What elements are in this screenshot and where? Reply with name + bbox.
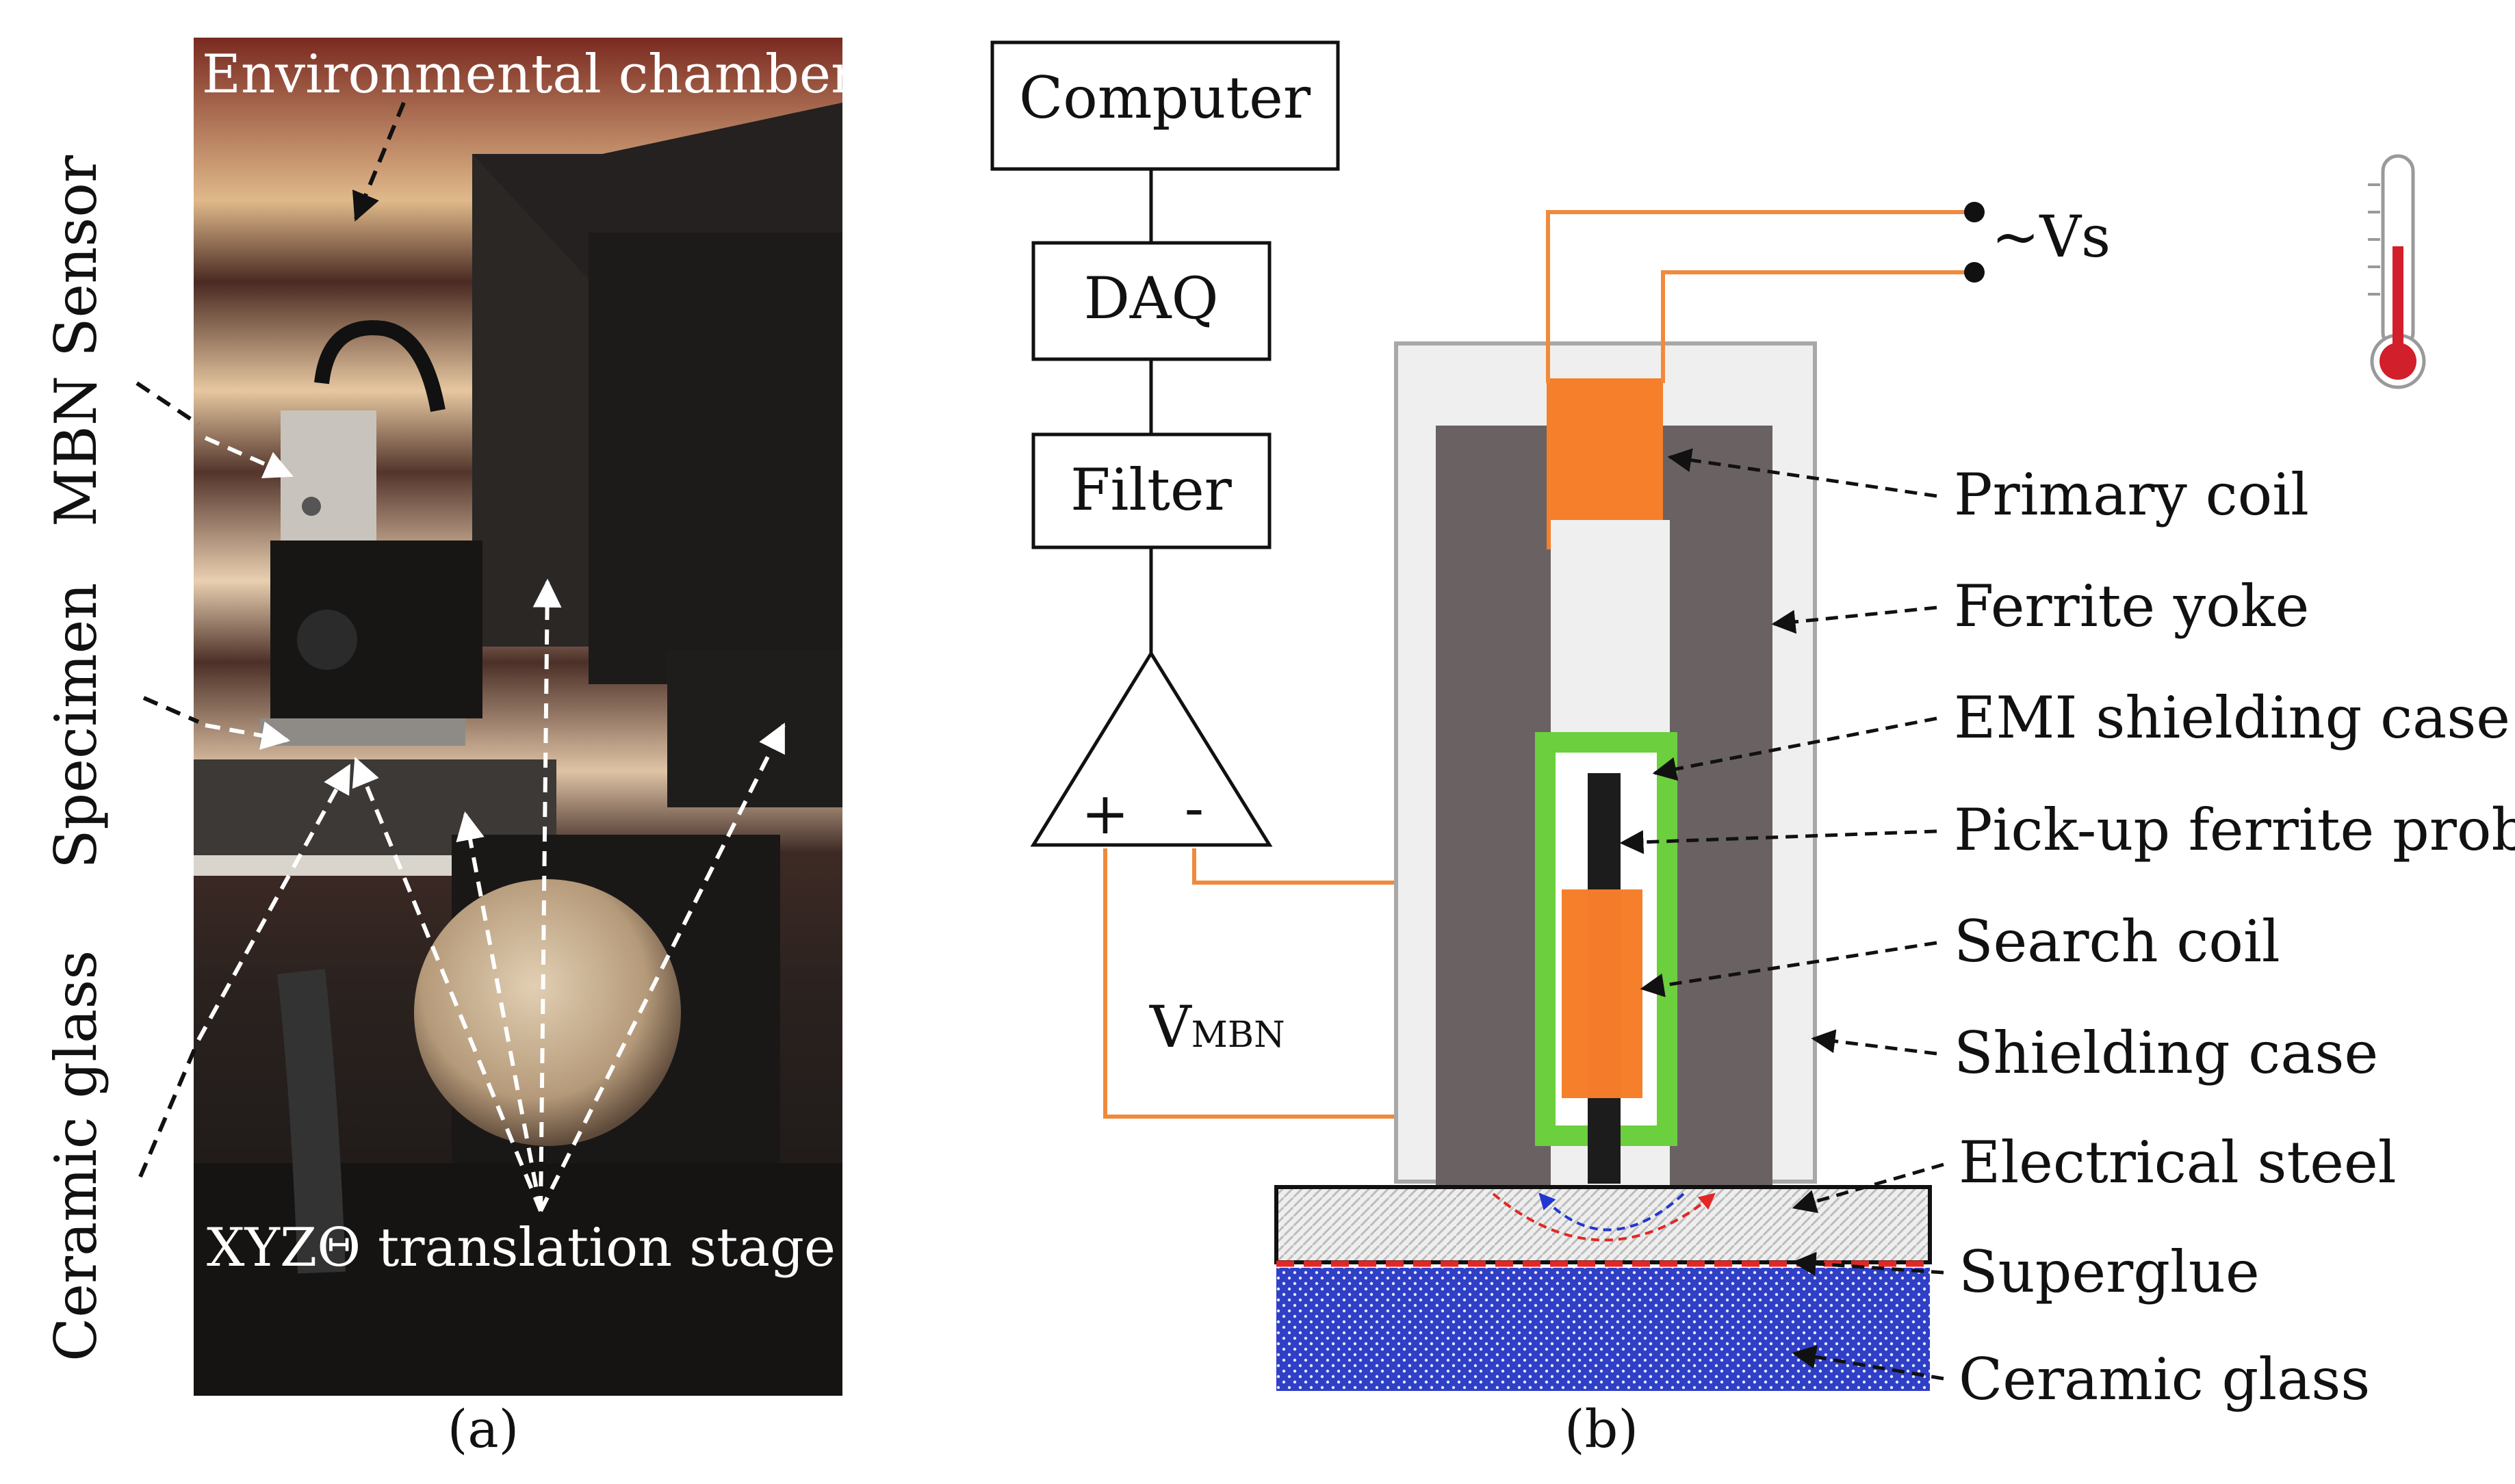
vmbn-sub: MBN [1191,1015,1285,1056]
sensor-cable [314,320,446,412]
vmbn-label: VMBN [1149,993,1285,1060]
superglue-label: Superglue [1959,1238,2260,1305]
daq-block [1031,241,1272,361]
mbn-sensor-body [281,411,376,544]
primary-coil-arrow [1667,448,1937,498]
source-terminal-2 [1964,262,1985,283]
search-coil-label: Search coil [1954,908,2280,975]
specimen-label: Specimen [42,583,109,869]
ceramic-arrow [196,764,351,1041]
wire-minus [1192,848,1396,885]
yoke-right-leg [1670,426,1772,1185]
stage-arrow-1 [352,757,543,1212]
chamber-side-panel [589,233,842,684]
pickup-probe-label: Pick-up ferrite probe [1954,796,2515,863]
ceramic-glass-arrow [1792,1345,1944,1381]
emi-case-label: EMI shielding case [1954,684,2510,751]
flux-line-red [1492,1193,1716,1242]
sensor-arrow [204,436,294,478]
shielding-case-label: Shielding case [1954,1019,2378,1086]
base-cable [277,969,346,1274]
electrical-steel [1274,1185,1932,1264]
amp-plus: + [1081,780,1129,847]
electrical-steel-arrow [1792,1162,1944,1214]
ceramic-leader [138,1039,201,1178]
source-label: ~Vs [1991,203,2111,270]
chamber-arrow [352,101,406,222]
filter-block [1031,432,1272,549]
source-wire-2 [1661,270,1974,383]
source-wire-1 [1546,210,1974,383]
daq-label: DAQ [1084,265,1219,332]
caption-b: (b) [1564,1398,1638,1459]
wire-plus [1103,848,1396,1119]
sensor-assembly [1394,341,1817,1185]
stage-arrow-2 [456,811,543,1212]
specimen-leader [142,696,200,724]
ceramic-glass-label: Ceramic glass [1959,1346,2370,1413]
photo-base [194,1163,842,1396]
search-coil-arrow [1640,941,1937,998]
filter-label: Filter [1070,456,1232,523]
amp-minus: - [1185,774,1204,842]
primary-coil-label: Primary coil [1954,461,2309,528]
ferrite-yoke-arrow [1771,606,1937,634]
yoke-left-leg [1436,426,1551,1185]
environmental-chamber-label: Environmental chamber [202,44,857,105]
ceramic-glass-side-label: Ceramic glass [42,950,109,1362]
search-coil-core [1588,889,1621,1098]
stage-arrow-3 [532,578,562,1212]
thermometer-icon [2368,154,2426,389]
stage-knob [414,879,681,1146]
sensor-screw [302,497,321,516]
amplifier [1030,650,1273,847]
superglue-arrow [1792,1251,1944,1276]
pickup-probe-arrow [1619,829,1937,855]
vmbn-main: V [1149,993,1192,1060]
photo-panel: Environmental chamber XYZΘ translation s… [194,38,857,1396]
caption-a: (a) [448,1398,519,1459]
shielding-case-arrow [1811,1029,1937,1056]
mbn-sensor-label: MBN Sensor [42,155,109,527]
signal-chain: Computer DAQ Filter + - [990,40,1340,847]
emi-case-arrow [1652,716,1937,781]
sensor-leader [136,381,200,426]
source-terminal-1 [1964,202,1985,222]
stage-arrow-4 [539,723,786,1212]
electrical-steel-label: Electrical steel [1959,1129,2397,1196]
translation-stage-label: XYZΘ translation stage [207,1217,836,1279]
computer-block [990,40,1340,171]
flux-line-blue [1538,1193,1685,1232]
ceramic-glass-layer [1276,1268,1930,1391]
specimen-arrow [205,721,291,750]
holder-knob [297,610,357,670]
computer-label: Computer [1019,64,1311,131]
stage-scale [194,855,467,876]
specimen-plate [260,718,465,746]
ferrite-yoke-label: Ferrite yoke [1954,573,2309,640]
